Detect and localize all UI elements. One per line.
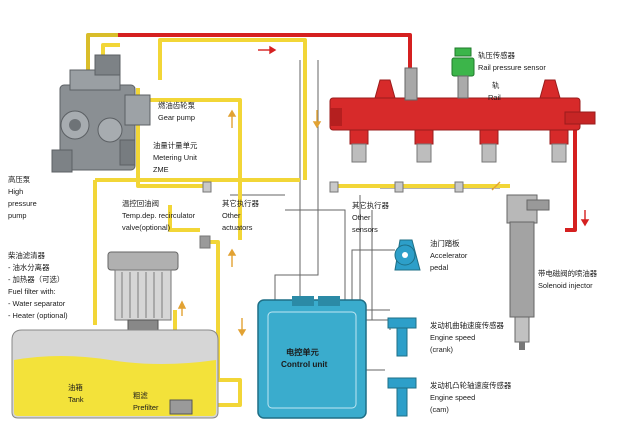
label-rail-pressure-sensor: 轨压传感器 Rail pressure sensor <box>478 51 546 72</box>
svg-text:油量计量单元: 油量计量单元 <box>153 141 198 150</box>
label-engine-speed-crank: 发动机曲轴速度传感器 Engine speed (crank) <box>430 321 505 354</box>
svg-text:Accelerator: Accelerator <box>430 251 468 260</box>
tank-icon <box>11 329 219 419</box>
svg-text:ZME: ZME <box>153 165 169 174</box>
label-solenoid-injector: 带电磁阀的喷油器 Solenoid injector <box>538 269 598 290</box>
label-tank: 油箱 Tank <box>68 383 84 404</box>
svg-text:其它执行器: 其它执行器 <box>222 199 260 208</box>
svg-text:Prefilter: Prefilter <box>133 403 159 412</box>
svg-text:Rail pressure sensor: Rail pressure sensor <box>478 63 546 72</box>
svg-text:- 油水分离器: - 油水分离器 <box>8 263 50 272</box>
label-gear-pump: 燃油齿轮泵 Gear pump <box>158 101 196 122</box>
svg-text:Metering Unit: Metering Unit <box>153 153 197 162</box>
svg-text:油门踏板: 油门踏板 <box>430 239 460 248</box>
svg-text:pedal: pedal <box>430 263 448 272</box>
label-other-actuators: 其它执行器 Other actuators <box>222 199 260 232</box>
svg-text:轨压传感器: 轨压传感器 <box>478 51 516 60</box>
svg-text:Other: Other <box>222 211 241 220</box>
sensor-icon <box>387 317 417 417</box>
svg-text:- Water separator: - Water separator <box>8 299 66 308</box>
label-accelerator-pedal: 油门踏板 Accelerator pedal <box>430 239 468 272</box>
svg-text:Gear pump: Gear pump <box>158 113 195 122</box>
svg-text:Tank: Tank <box>68 395 84 404</box>
label-other-sensors: 其它执行器 Other sensors <box>352 201 390 234</box>
label-prefilter: 粗滤 Prefilter <box>133 391 159 412</box>
label-engine-speed-cam: 发动机凸轮轴速度传感器 Engine speed (cam) <box>430 381 512 414</box>
svg-text:高压泵: 高压泵 <box>8 175 31 184</box>
svg-text:油箱: 油箱 <box>68 383 83 392</box>
svg-text:发动机凸轮轴速度传感器: 发动机凸轮轴速度传感器 <box>430 381 512 390</box>
label-rail: 轨 Rail <box>488 81 501 102</box>
svg-text:- Heater (optional): - Heater (optional) <box>8 311 68 320</box>
injector-icon <box>506 194 550 350</box>
svg-text:Engine speed: Engine speed <box>430 333 475 342</box>
svg-text:其它执行器: 其它执行器 <box>352 201 390 210</box>
svg-text:电控单元: 电控单元 <box>286 347 320 357</box>
svg-text:Other: Other <box>352 213 371 222</box>
svg-text:带电磁阀的喷油器: 带电磁阀的喷油器 <box>538 269 598 278</box>
svg-text:sensors: sensors <box>352 225 378 234</box>
pump-icon <box>51 54 151 173</box>
label-high-pressure-pump: 高压泵 High pressure pump <box>8 175 37 220</box>
flow-arrow-icon <box>258 45 590 227</box>
svg-text:燃油齿轮泵: 燃油齿轮泵 <box>158 101 196 110</box>
svg-text:柴油滤清器: 柴油滤清器 <box>8 251 46 260</box>
svg-text:温控回油阀: 温控回油阀 <box>122 199 159 208</box>
svg-text:(crank): (crank) <box>430 345 453 354</box>
svg-text:粗滤: 粗滤 <box>133 391 148 400</box>
svg-text:pump: pump <box>8 211 27 220</box>
ecu-icon <box>257 296 367 419</box>
label-control-unit: 电控单元 Control unit <box>281 347 328 369</box>
filter-icon <box>107 251 179 331</box>
svg-text:Temp.dep. recirculator: Temp.dep. recirculator <box>122 211 196 220</box>
svg-text:发动机曲轴速度传感器: 发动机曲轴速度传感器 <box>430 321 505 330</box>
svg-text:Solenoid injector: Solenoid injector <box>538 281 593 290</box>
svg-text:High: High <box>8 187 23 196</box>
svg-text:pressure: pressure <box>8 199 37 208</box>
svg-text:Control unit: Control unit <box>281 360 328 369</box>
svg-text:(cam): (cam) <box>430 405 449 414</box>
label-fuel-filter: 柴油滤清器 - 油水分离器 - 加热器（可选） Fuel filter with… <box>8 251 68 320</box>
svg-text:Fuel filter with:: Fuel filter with: <box>8 287 56 296</box>
svg-text:Engine speed: Engine speed <box>430 393 475 402</box>
svg-text:actuators: actuators <box>222 223 253 232</box>
pedal-icon <box>394 239 421 271</box>
svg-text:Rail: Rail <box>488 93 501 102</box>
svg-text:- 加热器（可选）: - 加热器（可选） <box>8 275 64 284</box>
label-recirculator-valve: 温控回油阀 Temp.dep. recirculator valve(optio… <box>122 199 196 232</box>
label-metering-unit: 油量计量单元 Metering Unit ZME <box>153 141 198 174</box>
sensor-icon <box>451 47 475 99</box>
high-pressure-lines <box>118 33 577 232</box>
svg-text:valve(optional): valve(optional) <box>122 223 170 232</box>
rail-icon <box>329 67 596 163</box>
svg-text:轨: 轨 <box>492 81 500 90</box>
